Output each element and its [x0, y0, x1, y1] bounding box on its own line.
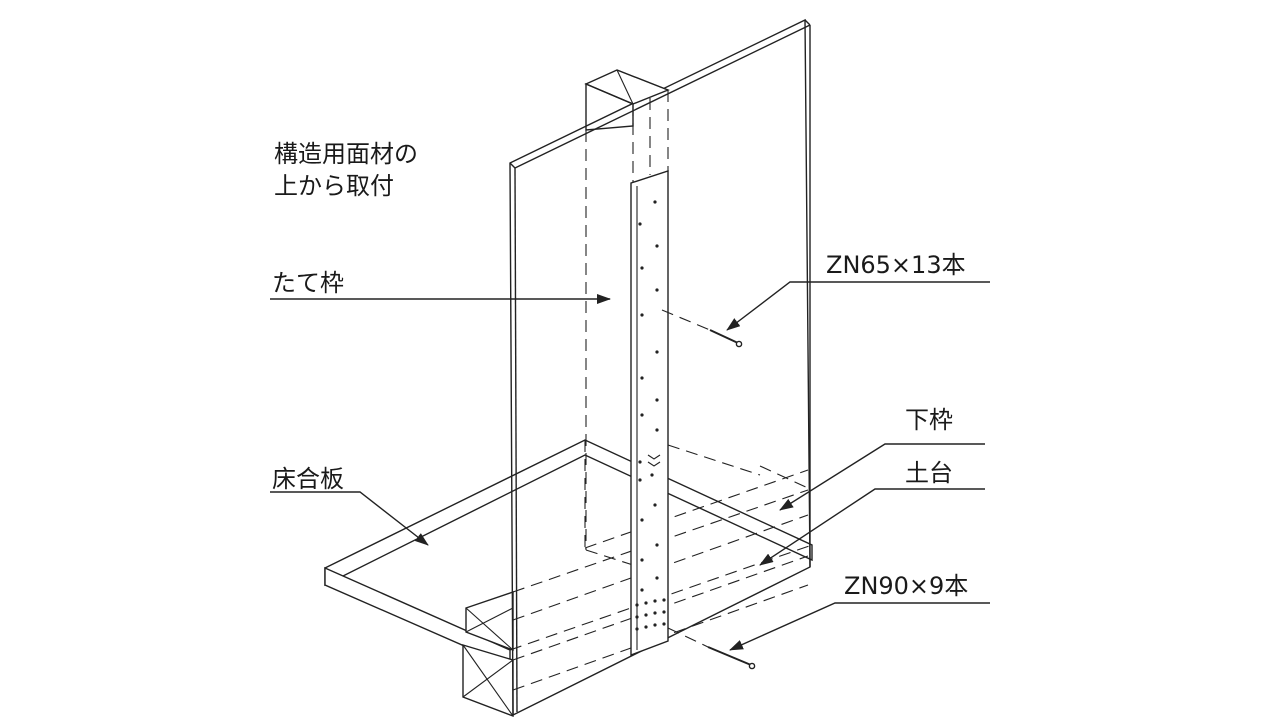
nail-holes [635, 200, 666, 631]
nail-hole [644, 613, 648, 617]
nail-hole [635, 627, 639, 631]
label-structural-panel: 構造用面材の 上から取付 [274, 138, 418, 202]
nail-hole [640, 313, 644, 317]
label-floor-plywood: 床合板 [272, 465, 344, 493]
nail-hole [655, 543, 659, 547]
nail-hole [653, 200, 657, 204]
nail-hole [638, 222, 642, 226]
nail-hole [655, 576, 659, 580]
strap-center-mark [647, 454, 661, 467]
nail-hole [638, 478, 642, 482]
label-bottom-plate: 下枠 [905, 406, 953, 434]
nail-zn65 [661, 309, 743, 348]
label-nail-zn65: ZN65×13本 [826, 251, 966, 279]
nail-hole [640, 376, 644, 380]
hidden-edges [584, 440, 809, 550]
nail-hole [640, 558, 644, 562]
nail-hole [640, 266, 644, 270]
label-stud: たて枠 [272, 269, 344, 297]
nail-hole [662, 610, 666, 614]
nail-hole [655, 398, 659, 402]
nail-hole [650, 473, 654, 477]
label-sill: 土台 [905, 459, 953, 487]
nail-hole [638, 460, 642, 464]
nail-hole [655, 244, 659, 248]
nail-hole [653, 611, 657, 615]
floor-plywood [324, 439, 813, 668]
nail-hole [644, 601, 648, 605]
nail-hole [655, 428, 659, 432]
nail-hole [655, 350, 659, 354]
nail-hole [635, 615, 639, 619]
nail-hole [653, 623, 657, 627]
nail-hole [635, 603, 639, 607]
nail-hole [653, 599, 657, 603]
nail-hole [662, 622, 666, 626]
leader-lines [270, 281, 990, 651]
steel-strap [630, 170, 669, 657]
label-structural-panel-line2: 上から取付 [274, 172, 394, 200]
nail-hole [640, 588, 644, 592]
nail-hole [655, 288, 659, 292]
nail-hole [640, 518, 644, 522]
label-structural-panel-line1: 構造用面材の [274, 140, 418, 168]
nail-hole [653, 503, 657, 507]
label-nail-zn90: ZN90×9本 [844, 572, 969, 600]
nail-zn90 [667, 627, 756, 670]
stud [584, 69, 670, 566]
nail-hole [644, 625, 648, 629]
nail-hole [662, 598, 666, 602]
structural-panel [509, 18, 811, 717]
nail-hole [640, 413, 644, 417]
